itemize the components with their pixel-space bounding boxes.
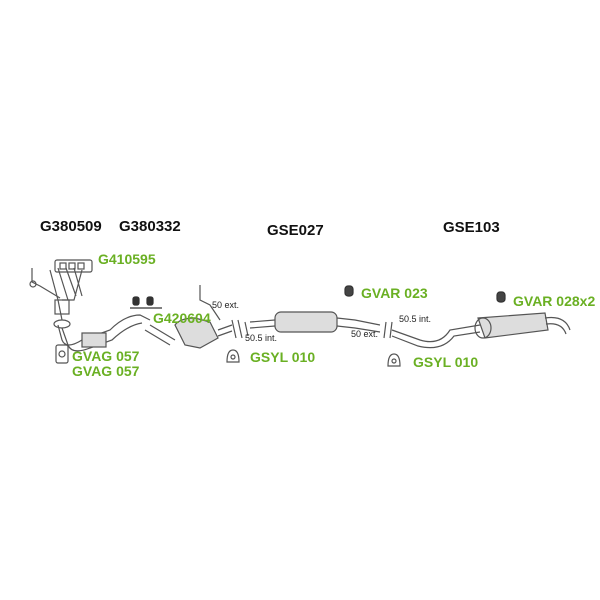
rubber-mount-drawing-2 (496, 291, 506, 303)
ref-clamp-2: GSYL 010 (413, 354, 479, 370)
part-number-manifold-2: G380332 (119, 218, 181, 235)
manifold-gasket-drawing (54, 259, 93, 273)
ref-gasket-1: GVAG 057 (72, 348, 140, 364)
part-number-manifold-1: G380509 (40, 218, 102, 235)
catalyst-drawing (144, 285, 233, 349)
part-number-middle-silencer: GSE027 (267, 222, 324, 239)
ref-catalyst: G420604 (153, 310, 211, 326)
middle-silencer-drawing (249, 311, 381, 333)
ref-gasket-manifold: G410595 (98, 251, 156, 267)
bracket-drawing (130, 296, 162, 309)
front-joint-drawing (231, 319, 249, 339)
dim-front-int: 50.5 int. (245, 333, 278, 343)
oxygen-sensor-drawing (29, 268, 61, 299)
front-pipe-drawing (53, 314, 151, 352)
dim-rear-int: 50.5 int. (399, 314, 432, 324)
rear-pipe-drawing (391, 324, 481, 349)
rubber-mount-drawing-1 (344, 285, 354, 297)
dim-rear-ext: 50 ext. (351, 329, 379, 339)
ref-gasket-2: GVAG 057 (72, 363, 140, 379)
ref-rubber-mount-1: GVAR 023 (361, 285, 428, 301)
ref-rubber-mount-2: GVAR 028x2 (513, 293, 596, 309)
front-gasket-drawing (55, 344, 69, 364)
exhaust-manifold-drawing (49, 267, 83, 321)
part-number-rear-silencer: GSE103 (443, 219, 500, 236)
clamp-drawing-2 (387, 353, 401, 367)
rear-silencer-drawing (474, 312, 571, 339)
clamp-drawing-1 (226, 349, 240, 363)
ref-clamp-1: GSYL 010 (250, 349, 316, 365)
dim-front-ext: 50 ext. (212, 300, 240, 310)
rear-joint-drawing (383, 321, 393, 339)
